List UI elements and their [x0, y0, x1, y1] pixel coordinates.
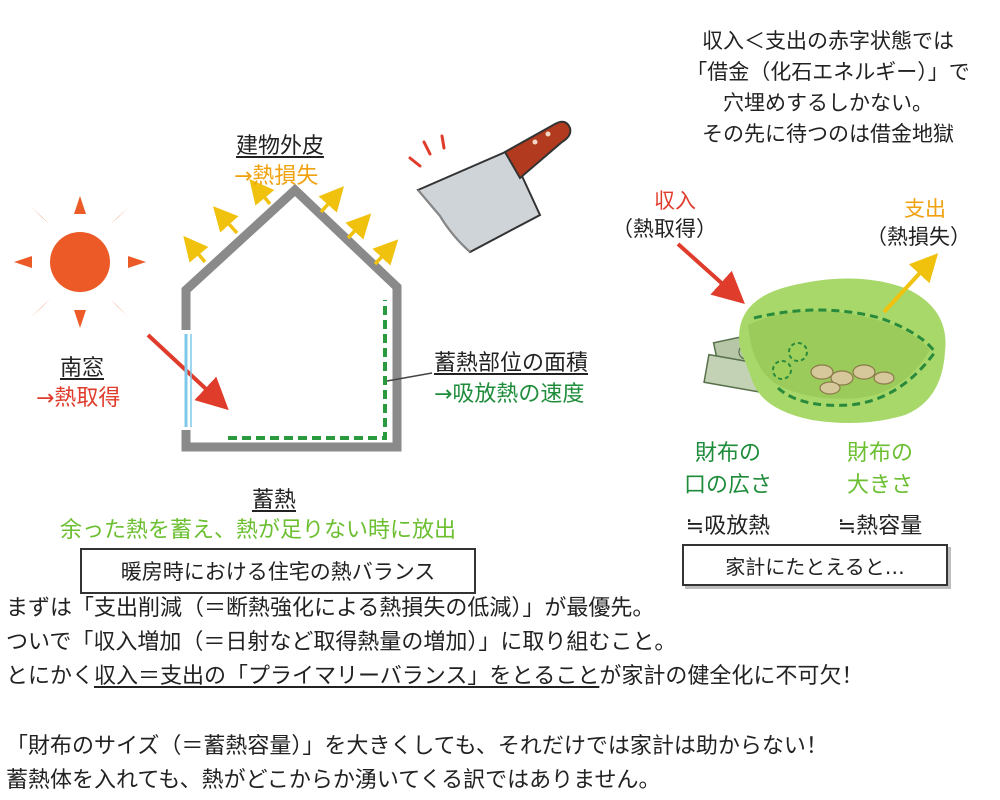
- house-outline: [181, 183, 433, 452]
- size-label: 財布の 大きさ: [820, 438, 940, 502]
- house-caption-text: 暖房時における住宅の熱バランス: [120, 560, 436, 584]
- mouth-label-line: 口の広さ: [683, 473, 772, 498]
- house-caption: 暖房時における住宅の熱バランス: [80, 548, 476, 594]
- storage-label: 蓄熱: [252, 488, 297, 513]
- envelope-sub: →熱損失: [234, 164, 319, 189]
- note-line-4: 「財布のサイズ（＝蓄熱容量）」を大きくしても、それだけでは家計は助からない！: [6, 734, 828, 759]
- mouth-label: 財布の 口の広さ: [668, 438, 788, 502]
- budget-heading-line: 「借金（化石エネルギー）」で: [686, 60, 970, 84]
- window-label: 南窓: [60, 356, 105, 381]
- income-label: 収入: [654, 189, 696, 213]
- size-label-line: 大きさ: [846, 473, 913, 498]
- note-line-3-pre: とにかく: [6, 664, 95, 689]
- size-sub: ≒熱容量: [837, 514, 923, 539]
- sun-icon: [14, 196, 146, 328]
- storage-area-sub: →吸放熱の速度: [434, 382, 585, 407]
- income-arrow: [676, 242, 745, 305]
- expense-sub: （熱損失）: [866, 225, 971, 249]
- cleaver-icon: [408, 120, 572, 254]
- storage-sub: 余った熱を蓄え、熱が足りない時に放出: [60, 518, 457, 543]
- income-sub: （熱取得）: [612, 217, 717, 241]
- budget-heading-line: その先に待つのは借金地獄: [702, 122, 954, 146]
- heat-gain-arrow: [146, 333, 229, 411]
- note-line-3-post: が家計の健全化に不可欠！: [599, 664, 864, 689]
- size-label-line: 財布の: [846, 441, 913, 466]
- note-line-2: ついで「収入増加（＝日射など取得熱量の増加）」に取り組むこと。: [6, 630, 677, 655]
- mouth-sub: ≒吸放熱: [685, 514, 771, 539]
- note-line-3: とにかく収入＝支出の「プライマリーバランス」をとることが家計の健全化に不可欠！: [6, 660, 863, 694]
- note-line-5: 蓄熱体を入れても、熱がどこからか湧いてくる訳ではありません。: [6, 768, 661, 793]
- expense-label: 支出: [904, 197, 946, 221]
- budget-caption: 家計にたとえると…: [682, 544, 948, 586]
- budget-heading: 収入＜支出の赤字状態では 「借金（化石エネルギー）」で 穴埋めするしかない。 そ…: [668, 26, 988, 150]
- envelope-label: 建物外皮: [236, 134, 325, 159]
- budget-caption-text: 家計にたとえると…: [725, 554, 905, 579]
- note-line-3-emphasis: 収入＝支出の「プライマリーバランス」をとること: [94, 664, 600, 689]
- storage-area-label: 蓄熱部位の面積: [434, 351, 589, 376]
- mouth-label-line: 財布の: [694, 441, 761, 466]
- budget-heading-line: 穴埋めするしかない。: [723, 91, 933, 115]
- budget-heading-line: 収入＜支出の赤字状態では: [702, 29, 954, 53]
- window-sub: →熱取得: [36, 386, 121, 411]
- wallet-icon: [703, 278, 946, 424]
- heat-loss-arrows: [183, 178, 399, 266]
- note-line-1: まずは「支出削減（＝断熱強化による熱損失の低減）」が最優先。: [6, 596, 655, 621]
- expense-arrow: [882, 253, 939, 314]
